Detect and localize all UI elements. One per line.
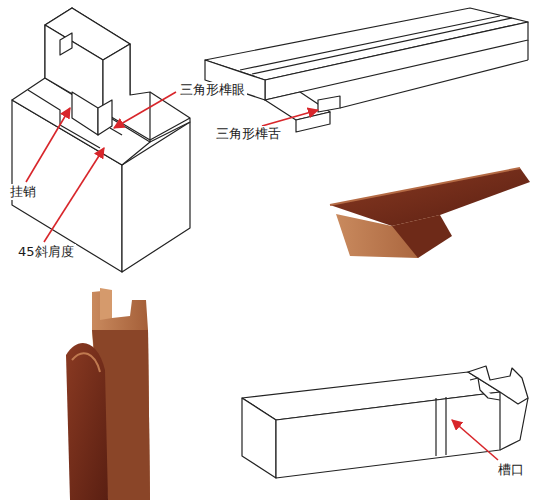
part-label: 三角形榫眼 bbox=[178, 82, 247, 98]
part-label: 挂销 bbox=[8, 184, 38, 200]
tenon-rail bbox=[205, 8, 528, 132]
part-label: 45斜肩度 bbox=[16, 244, 76, 260]
post-photo bbox=[66, 288, 150, 500]
leader-lines bbox=[26, 92, 498, 460]
tenon-rail-photo bbox=[330, 168, 530, 258]
grooved-block bbox=[242, 366, 528, 478]
part-label: 三角形榫舌 bbox=[214, 126, 283, 142]
part-label: 槽口 bbox=[496, 462, 526, 478]
mortise-block bbox=[12, 8, 190, 272]
